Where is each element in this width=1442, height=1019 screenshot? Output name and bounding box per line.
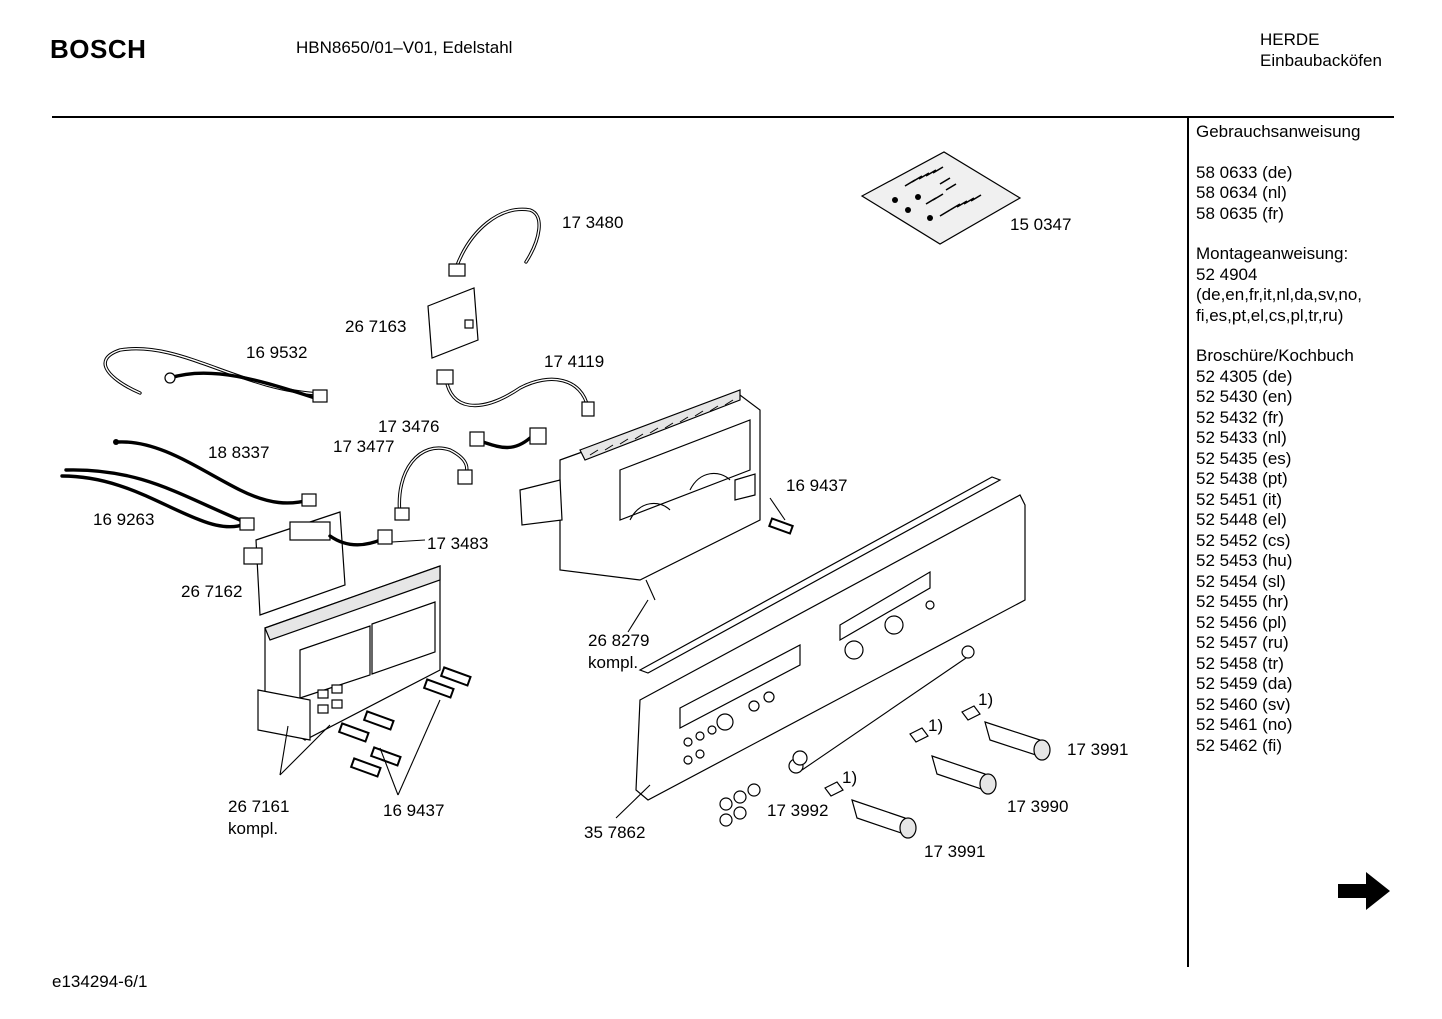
circuit-board-267163 [427, 287, 479, 359]
doc-line: 52 5462 (fi) [1196, 735, 1282, 755]
doc-block-title: Broschüre/Kochbuch [1196, 346, 1354, 365]
doc-line: 52 5438 (pt) [1196, 469, 1288, 488]
doc-line: 52 5430 (en) [1196, 387, 1293, 406]
part-label: 17 3990 [1007, 797, 1068, 816]
rotary-knob-a [961, 705, 1051, 761]
doc-line: 52 5453 (hu) [1196, 551, 1293, 570]
part-label: 18 8337 [208, 443, 269, 462]
doc-block-brochure: Broschüre/Kochbuch 52 4305 (de) 52 5430 … [1196, 346, 1396, 756]
buttons-173992 [719, 645, 975, 827]
doc-line: 52 5433 (nl) [1196, 428, 1287, 447]
doc-line: (de,en,fr,it,nl,da,sv,no, [1196, 285, 1362, 304]
electronic-module-267161 [257, 565, 441, 741]
doc-block-title: Gebrauchsanweisung [1196, 122, 1361, 141]
doc-line: 52 5451 (it) [1196, 489, 1282, 509]
part-label: 15 0347 [1010, 215, 1071, 234]
front-panel-357862 [635, 476, 1026, 801]
document-code: e134294-6/1 [52, 972, 148, 991]
leader-lines [279, 497, 967, 819]
part-label: kompl. [588, 653, 638, 672]
part-label: 35 7862 [584, 823, 645, 842]
part-label: 17 3477 [333, 437, 394, 456]
wire-harness-173476 [469, 427, 547, 450]
part-label: 17 3483 [427, 534, 488, 553]
doc-line: 52 5432 (fr) [1196, 407, 1284, 427]
subcategory-label: Einbaubacköfen [1260, 51, 1382, 70]
sidebar-divider [1187, 117, 1189, 967]
part-label: kompl. [228, 819, 278, 838]
doc-line: 52 5448 (el) [1196, 510, 1287, 529]
wire-harness-169532 [103, 347, 328, 403]
part-label: 17 3991 [924, 842, 985, 861]
part-label: 16 9532 [246, 343, 307, 362]
category-label: HERDE [1260, 30, 1320, 49]
doc-line: 52 5460 (sv) [1196, 694, 1291, 714]
brand-logo: BOSCH [50, 34, 147, 64]
doc-line: fi,es,pt,el,cs,pl,tr,ru) [1196, 305, 1344, 325]
part-label: 16 9437 [383, 801, 444, 820]
part-label: 17 3480 [562, 213, 623, 232]
wire-harness-173477 [394, 446, 473, 521]
doc-line: 52 4305 (de) [1196, 366, 1293, 386]
header-divider [52, 116, 1394, 118]
model-title: HBN8650/01–V01, Edelstahl [296, 38, 513, 57]
wire-harness-174119 [436, 369, 595, 417]
part-label: 17 3991 [1067, 740, 1128, 759]
part-label: 26 7163 [345, 317, 406, 336]
part-label: 16 9437 [786, 476, 847, 495]
rotary-knob-b [909, 727, 997, 795]
footnote-marker: 1) [842, 768, 857, 787]
documents-sidebar: Gebrauchsanweisung 58 0633 (de) 58 0634 … [1196, 122, 1396, 776]
wire-harness-169263 [60, 468, 255, 531]
doc-line: 52 4904 [1196, 264, 1258, 284]
wire-harness-188337 [113, 439, 317, 507]
part-label: 16 9263 [93, 510, 154, 529]
doc-line: 58 0634 (nl) [1196, 183, 1287, 202]
doc-line: 52 5459 (da) [1196, 674, 1293, 693]
doc-line: 52 5457 (ru) [1196, 633, 1289, 652]
screw-bag-part [860, 151, 1022, 245]
right-arrow-icon[interactable] [1334, 869, 1392, 918]
control-block-268279 [519, 389, 761, 581]
doc-line: 52 5461 (no) [1196, 715, 1293, 734]
wire-harness-173480 [448, 207, 541, 277]
doc-line: 58 0635 (fr) [1196, 203, 1284, 223]
exploded-parts-diagram: 17 3480 15 0347 26 7163 16 9532 17 4119 … [60, 151, 1128, 861]
doc-line: 52 5435 (es) [1196, 448, 1292, 468]
part-label: 17 3476 [378, 417, 439, 436]
part-label: 17 4119 [544, 352, 604, 371]
part-label: 26 7161 [228, 797, 289, 816]
doc-block-title: Montageanweisung: [1196, 244, 1349, 263]
doc-line: 58 0633 (de) [1196, 162, 1293, 182]
doc-line: 52 5454 (sl) [1196, 571, 1286, 591]
doc-block-manual: Gebrauchsanweisung 58 0633 (de) 58 0634 … [1196, 122, 1396, 224]
doc-line: 52 5455 (hr) [1196, 592, 1289, 611]
part-label: 26 8279 [588, 631, 649, 650]
control-module-267162 [243, 511, 393, 616]
doc-line: 52 5452 (cs) [1196, 530, 1291, 550]
part-label: 26 7162 [181, 582, 242, 601]
rotary-knob-c [824, 781, 917, 839]
footnote-marker: 1) [928, 716, 943, 735]
footnote-marker: 1) [978, 690, 993, 709]
doc-line: 52 5456 (pl) [1196, 612, 1287, 632]
doc-block-installation: Montageanweisung: 52 4904 (de,en,fr,it,n… [1196, 244, 1396, 326]
part-label: 17 3992 [767, 801, 828, 820]
doc-line: 52 5458 (tr) [1196, 653, 1284, 673]
